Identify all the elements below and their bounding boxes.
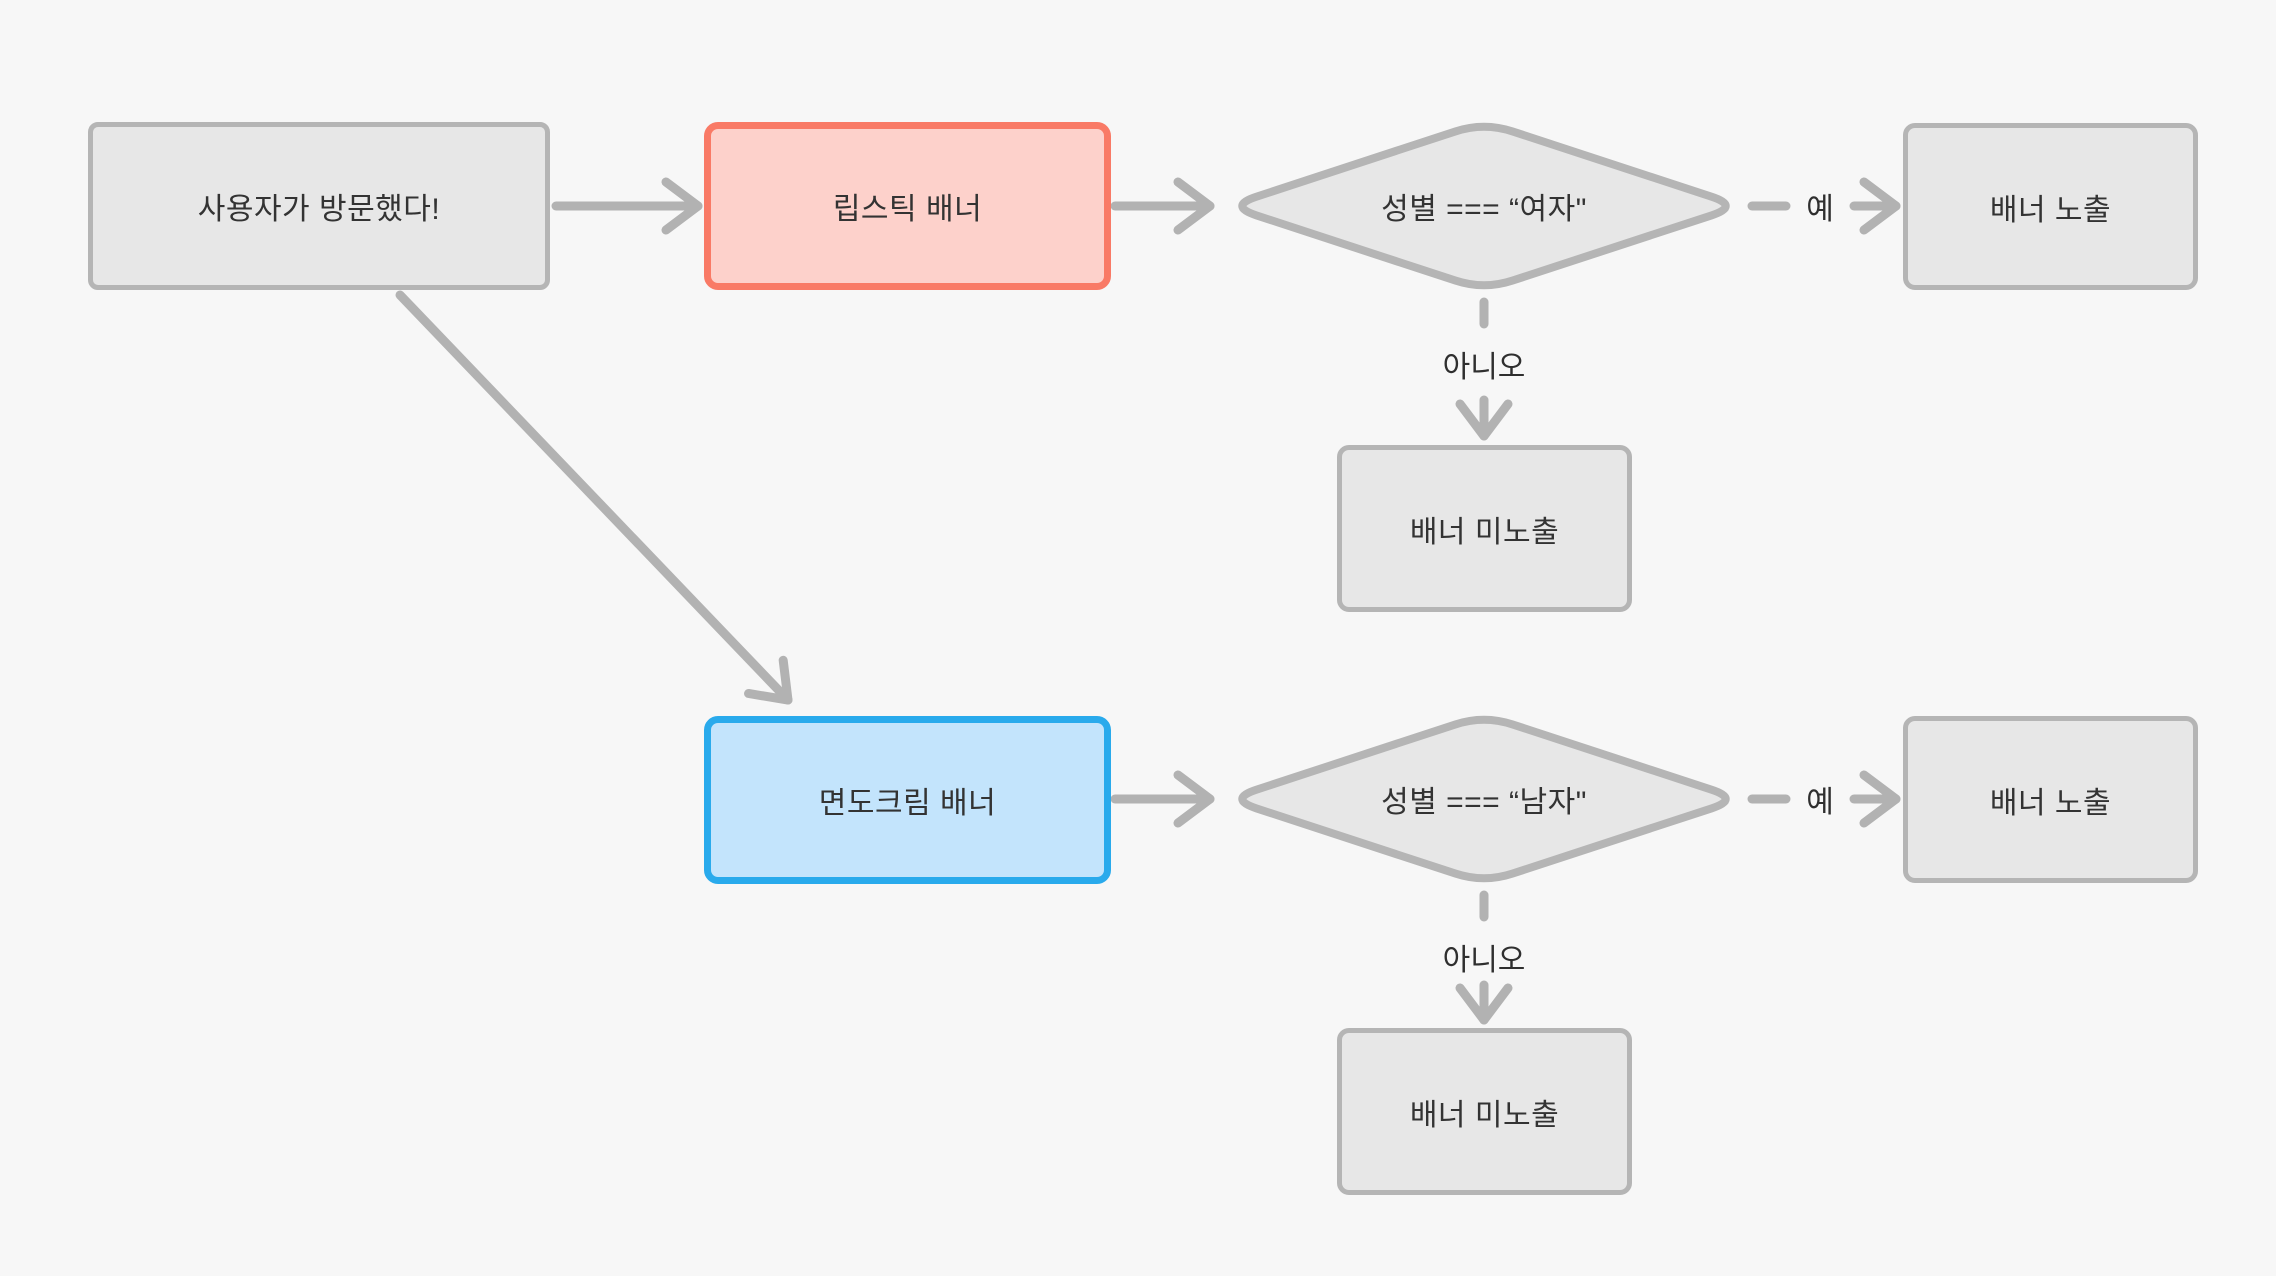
node-banner-shown-top: 배너 노출 bbox=[1903, 123, 2198, 290]
edge-label-no-top: 아니오 bbox=[1442, 351, 1526, 384]
node-banner-hidden-top: 배너 미노출 bbox=[1337, 445, 1632, 612]
node-banner-shown-bottom-label: 배너 노출 bbox=[1989, 786, 2112, 820]
node-lipstick-banner-label: 립스틱 배너 bbox=[832, 193, 983, 226]
edge-user-to-shaving-cream bbox=[395, 290, 793, 705]
diamond-gender-female-check bbox=[1238, 122, 1730, 290]
edge-label-yes-bottom: 예 bbox=[1806, 786, 1834, 819]
node-shaving-cream-banner: 면도크림 배너 bbox=[704, 716, 1111, 884]
node-lipstick-banner: 립스틱 배너 bbox=[704, 122, 1111, 290]
node-user-visited: 사용자가 방문했다! bbox=[88, 122, 550, 290]
edge-label-yes-top: 예 bbox=[1806, 193, 1834, 226]
node-banner-hidden-bottom: 배너 미노출 bbox=[1337, 1028, 1632, 1195]
diamond-gender-male-check bbox=[1238, 715, 1730, 883]
node-banner-hidden-top-label: 배너 미노출 bbox=[1409, 515, 1560, 549]
edge-label-no-bottom: 아니오 bbox=[1442, 944, 1526, 977]
node-banner-shown-top-label: 배너 노출 bbox=[1989, 193, 2112, 227]
node-shaving-cream-banner-label: 면도크림 배너 bbox=[818, 787, 997, 820]
node-banner-shown-bottom: 배너 노출 bbox=[1903, 716, 2198, 883]
node-user-visited-label: 사용자가 방문했다! bbox=[197, 193, 441, 226]
node-banner-hidden-bottom-label: 배너 미노출 bbox=[1409, 1098, 1560, 1132]
